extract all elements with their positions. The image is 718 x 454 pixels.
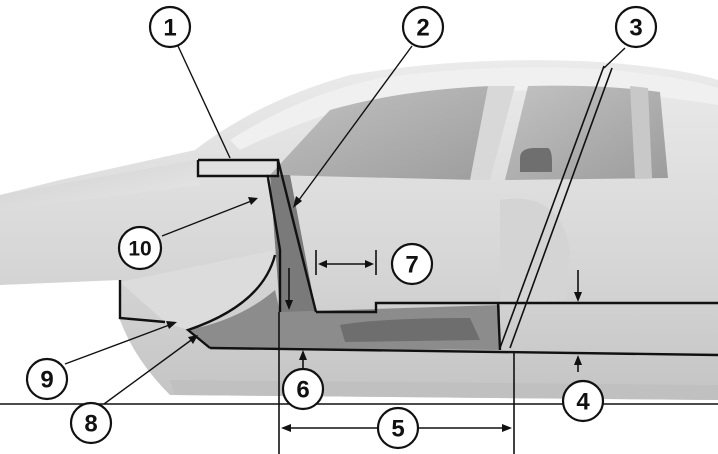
svg-text:3: 3 (629, 15, 642, 42)
callout-10: 10 (119, 227, 161, 269)
svg-text:5: 5 (391, 416, 404, 443)
callout-3: 3 (616, 7, 656, 47)
svg-text:9: 9 (40, 367, 53, 394)
callout-7: 7 (392, 244, 432, 284)
side-mirror (520, 148, 552, 172)
callout-1: 1 (150, 7, 190, 47)
dim5-arrow-left (281, 424, 291, 432)
svg-text:7: 7 (405, 252, 418, 279)
callout-8: 8 (71, 403, 111, 443)
svg-text:1: 1 (163, 15, 176, 42)
callout-9: 9 (27, 359, 67, 399)
svg-text:8: 8 (84, 411, 97, 438)
callout-5: 5 (378, 408, 418, 448)
svg-text:10: 10 (128, 238, 151, 261)
svg-text:2: 2 (416, 15, 429, 42)
svg-text:6: 6 (296, 377, 309, 404)
callout-6: 6 (283, 369, 323, 409)
callout-4: 4 (563, 381, 603, 421)
svg-text:4: 4 (576, 389, 590, 416)
dim5-arrow-right (502, 424, 512, 432)
callout-2: 2 (403, 7, 443, 47)
leader-1 (178, 46, 230, 158)
